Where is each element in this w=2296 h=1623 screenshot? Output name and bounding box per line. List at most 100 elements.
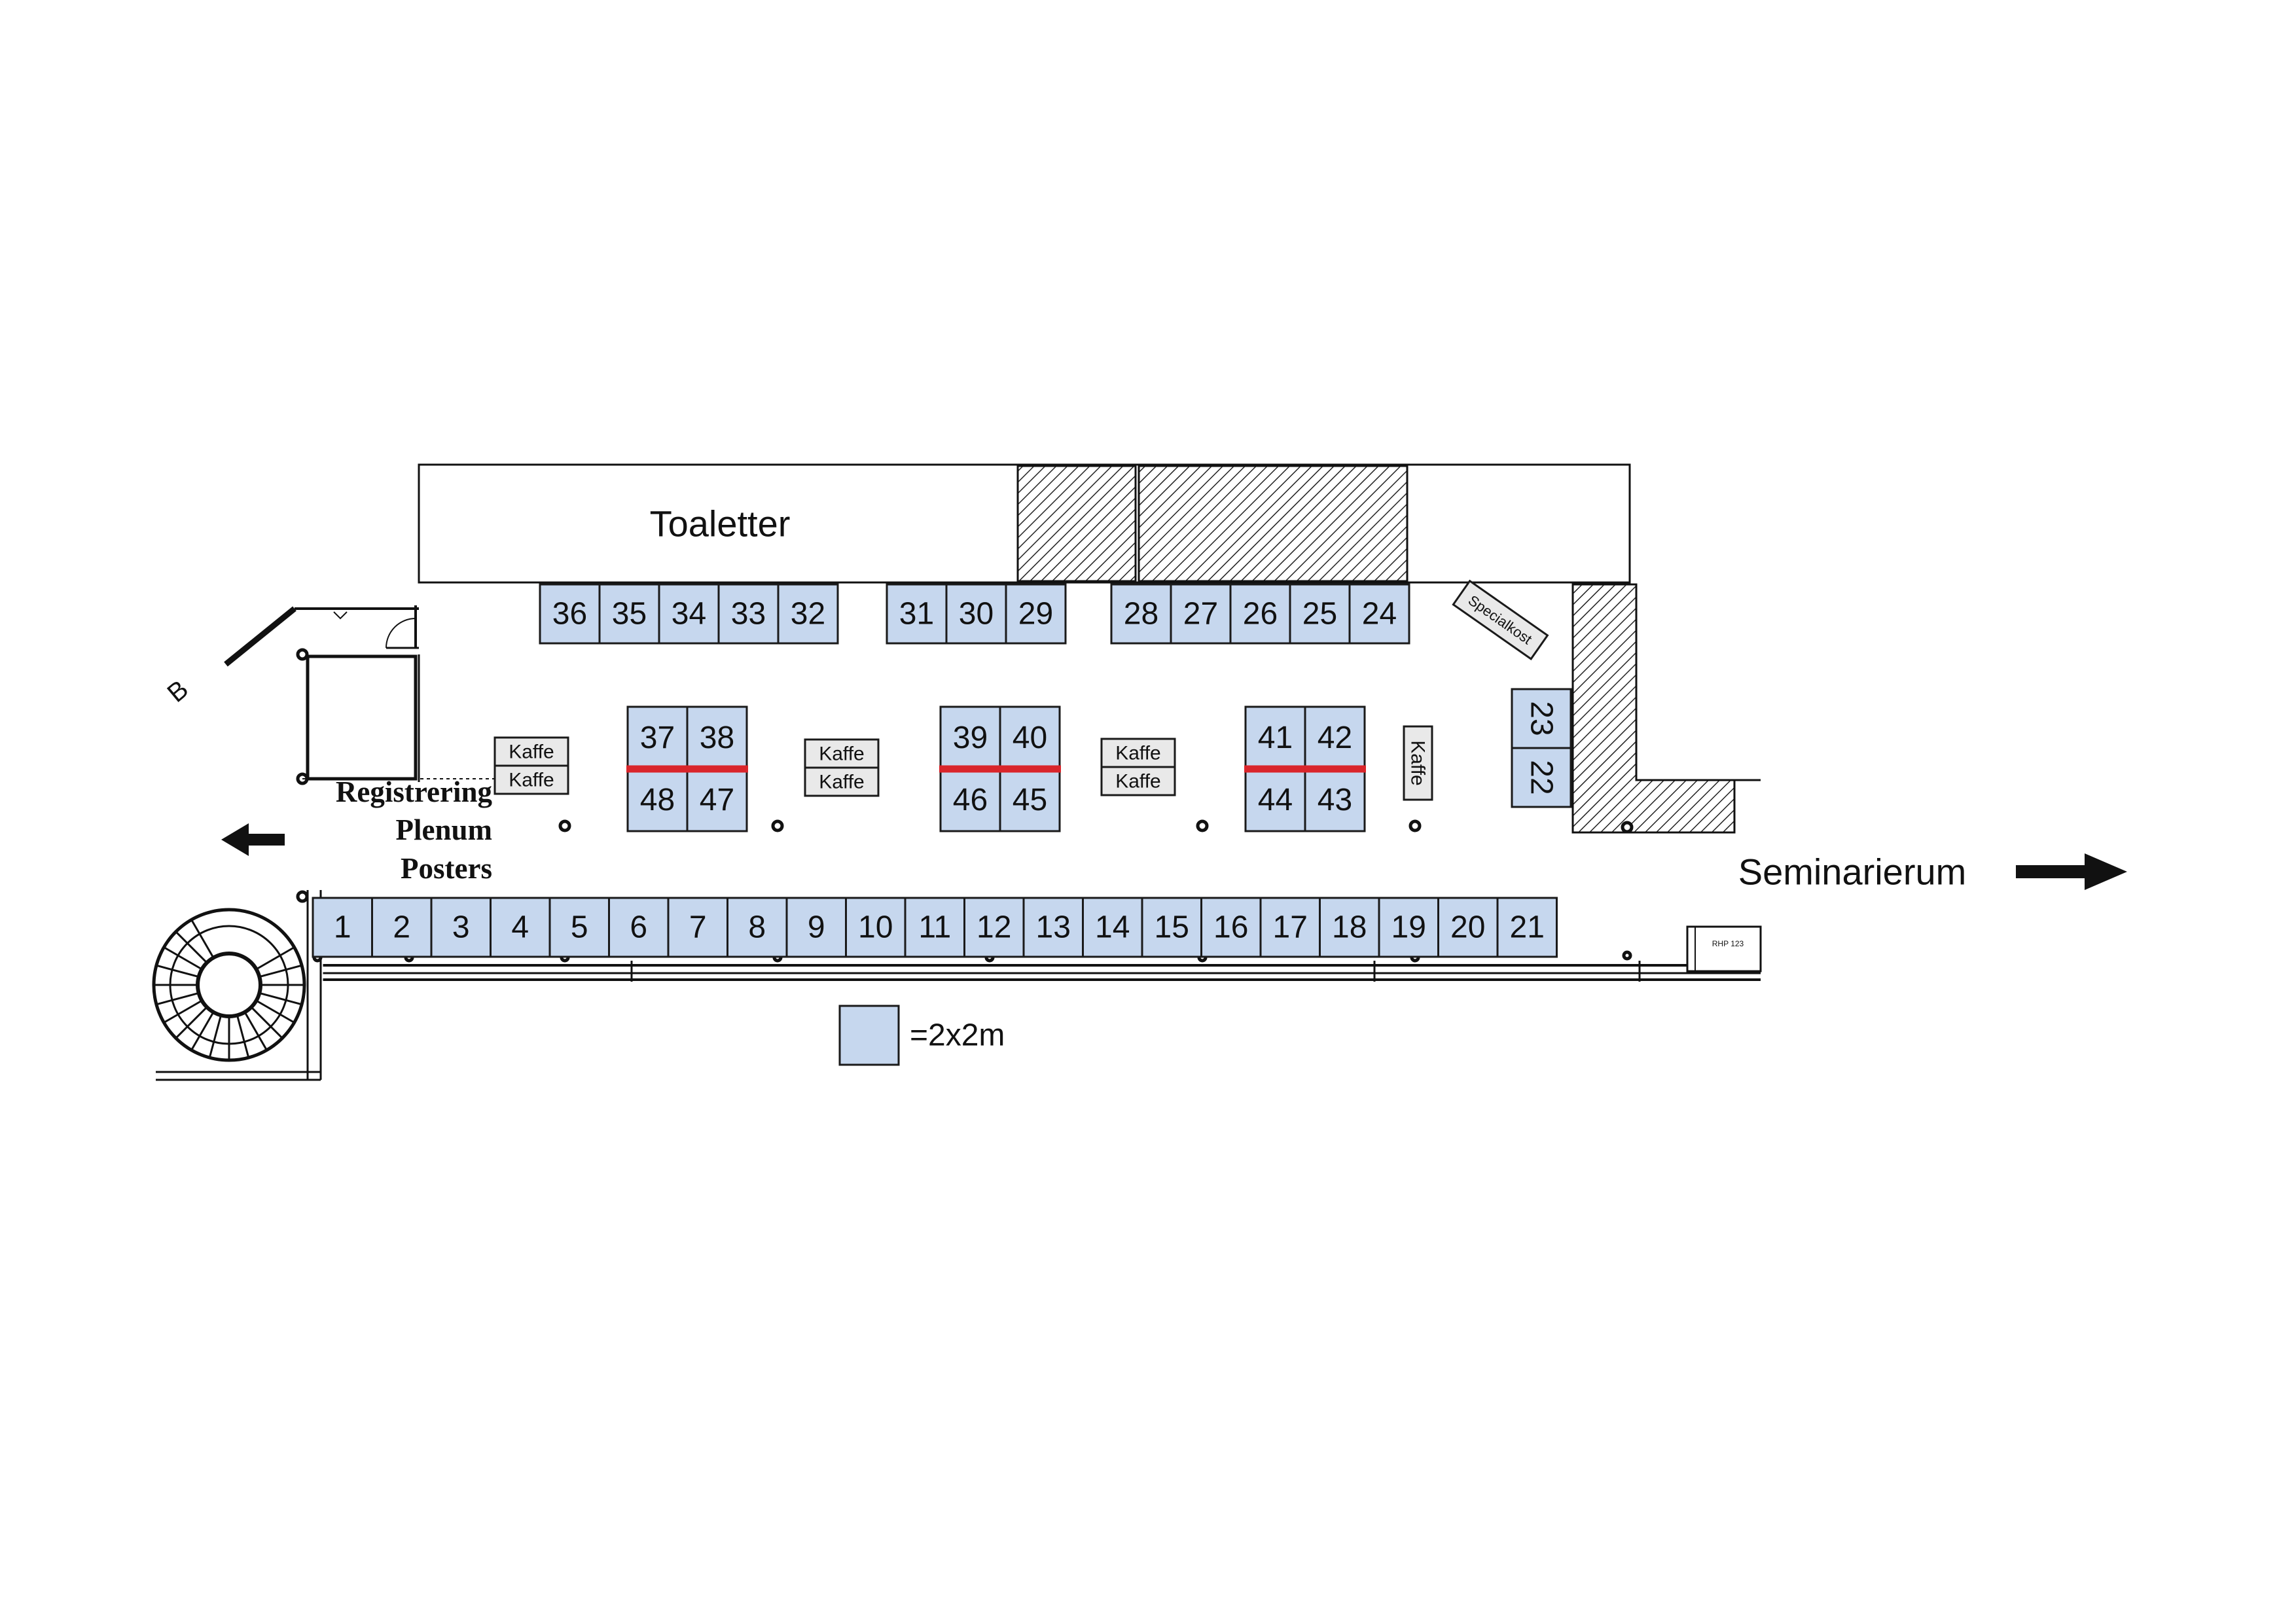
- booth: 28: [1110, 583, 1172, 645]
- booth-number: 11: [918, 910, 951, 945]
- booth: 39: [939, 705, 1001, 770]
- booth-box: [1511, 747, 1572, 808]
- stair-tread: [236, 1014, 250, 1058]
- south-wall: [308, 961, 1761, 982]
- hatched-area-1: [1016, 465, 1137, 582]
- stair-tread: [255, 999, 295, 1024]
- booth: 32: [777, 583, 839, 645]
- booth-number: 13: [1036, 910, 1071, 945]
- stair-tread: [163, 999, 203, 1024]
- booth: 45: [999, 768, 1061, 832]
- entrance-structure: B: [162, 605, 497, 785]
- legend-text: =2x2m: [910, 1018, 1005, 1053]
- booth: 7: [667, 897, 728, 958]
- booth-box: [608, 897, 670, 958]
- stair-tread: [259, 964, 302, 978]
- booth: 21: [1496, 897, 1558, 958]
- booth: 20: [1437, 897, 1499, 958]
- booth: 31: [886, 583, 948, 645]
- stair-tread: [175, 931, 208, 964]
- booth-box: [1511, 688, 1572, 749]
- stair-tread: [190, 1011, 215, 1051]
- booth-number: 29: [1018, 597, 1053, 632]
- booth-box: [1244, 705, 1306, 770]
- booth-number: 17: [1273, 910, 1308, 945]
- booth-box: [1348, 583, 1410, 645]
- booth: 14: [1082, 897, 1143, 958]
- kaffe-station-3: Kaffe Kaffe: [1100, 738, 1176, 796]
- booth: 11: [904, 897, 965, 958]
- booth-number: 43: [1318, 783, 1352, 817]
- booth-box: [1229, 583, 1291, 645]
- stair-tread: [156, 964, 200, 978]
- booth-box: [312, 897, 373, 958]
- booth-box: [904, 897, 965, 958]
- booth-number: 15: [1155, 910, 1189, 945]
- legend-swatch: [838, 1005, 900, 1066]
- booth: 27: [1170, 583, 1232, 645]
- booth-box: [1170, 583, 1232, 645]
- booth-number: 45: [1013, 783, 1047, 817]
- room-tag: RHP 123: [1712, 939, 1744, 948]
- booth-number: 7: [689, 910, 707, 945]
- booth-box: [1319, 897, 1380, 958]
- booth: 46: [939, 768, 1001, 832]
- booth-number: 24: [1362, 597, 1397, 632]
- booth: 22: [1511, 747, 1572, 808]
- booth-number: 42: [1318, 721, 1352, 755]
- booth: 23: [1511, 688, 1572, 749]
- booth: 24: [1348, 583, 1410, 645]
- booth-number: 39: [953, 721, 988, 755]
- kaffe-station-1: Kaffe Kaffe: [493, 736, 569, 795]
- booth-box: [1496, 897, 1558, 958]
- booth-box: [939, 768, 1001, 832]
- booth-number: 36: [552, 597, 587, 632]
- booth-box: [1259, 897, 1321, 958]
- booth-box: [598, 583, 660, 645]
- booth: 34: [658, 583, 720, 645]
- booth: 8: [726, 897, 788, 958]
- booth-number: 34: [672, 597, 706, 632]
- booth: 4: [490, 897, 551, 958]
- stair-tread: [208, 1014, 223, 1058]
- arrow-right-icon: [2016, 853, 2127, 890]
- booth-number: 8: [748, 910, 766, 945]
- booth: 25: [1289, 583, 1351, 645]
- booth-number: 5: [571, 910, 588, 945]
- booth-box: [1005, 583, 1067, 645]
- booth-number: 38: [700, 721, 734, 755]
- kaffe-label: Kaffe: [509, 770, 554, 791]
- booth-number: 18: [1332, 910, 1367, 945]
- toaletter-label: Toaletter: [650, 503, 791, 544]
- booth-number: 10: [858, 910, 893, 945]
- stair-tread: [156, 991, 200, 1006]
- booth: 18: [1319, 897, 1380, 958]
- booth: 43: [1304, 768, 1366, 832]
- booth-number: 2: [393, 910, 410, 945]
- booth-box: [548, 897, 610, 958]
- kaffe-label: Kaffe: [819, 743, 865, 765]
- booth: 10: [845, 897, 906, 958]
- booth: 19: [1378, 897, 1439, 958]
- booth-number: 26: [1243, 597, 1278, 632]
- booth-number: 32: [791, 597, 825, 632]
- stair-tread: [243, 1011, 268, 1051]
- booth-box: [886, 583, 948, 645]
- booth: 9: [785, 897, 847, 958]
- booth: 17: [1259, 897, 1321, 958]
- booth-number: 40: [1013, 721, 1047, 755]
- spiral-staircase-icon: [152, 889, 323, 1081]
- booth-box: [626, 768, 689, 832]
- booth-number: 31: [899, 597, 934, 632]
- kaffe-station-2: Kaffe Kaffe: [804, 738, 880, 797]
- booth-number: 12: [977, 910, 1011, 945]
- booth-number: 25: [1302, 597, 1337, 632]
- stair-tread: [259, 991, 302, 1006]
- specialkost-station: Specialkost: [1452, 579, 1549, 660]
- booth-number: 22: [1524, 760, 1559, 794]
- booth-number: 14: [1095, 910, 1130, 945]
- kaffe-station-4: Kaffe: [1403, 725, 1433, 801]
- booth-box: [1289, 583, 1351, 645]
- right-wall-hatch: [1571, 583, 1761, 834]
